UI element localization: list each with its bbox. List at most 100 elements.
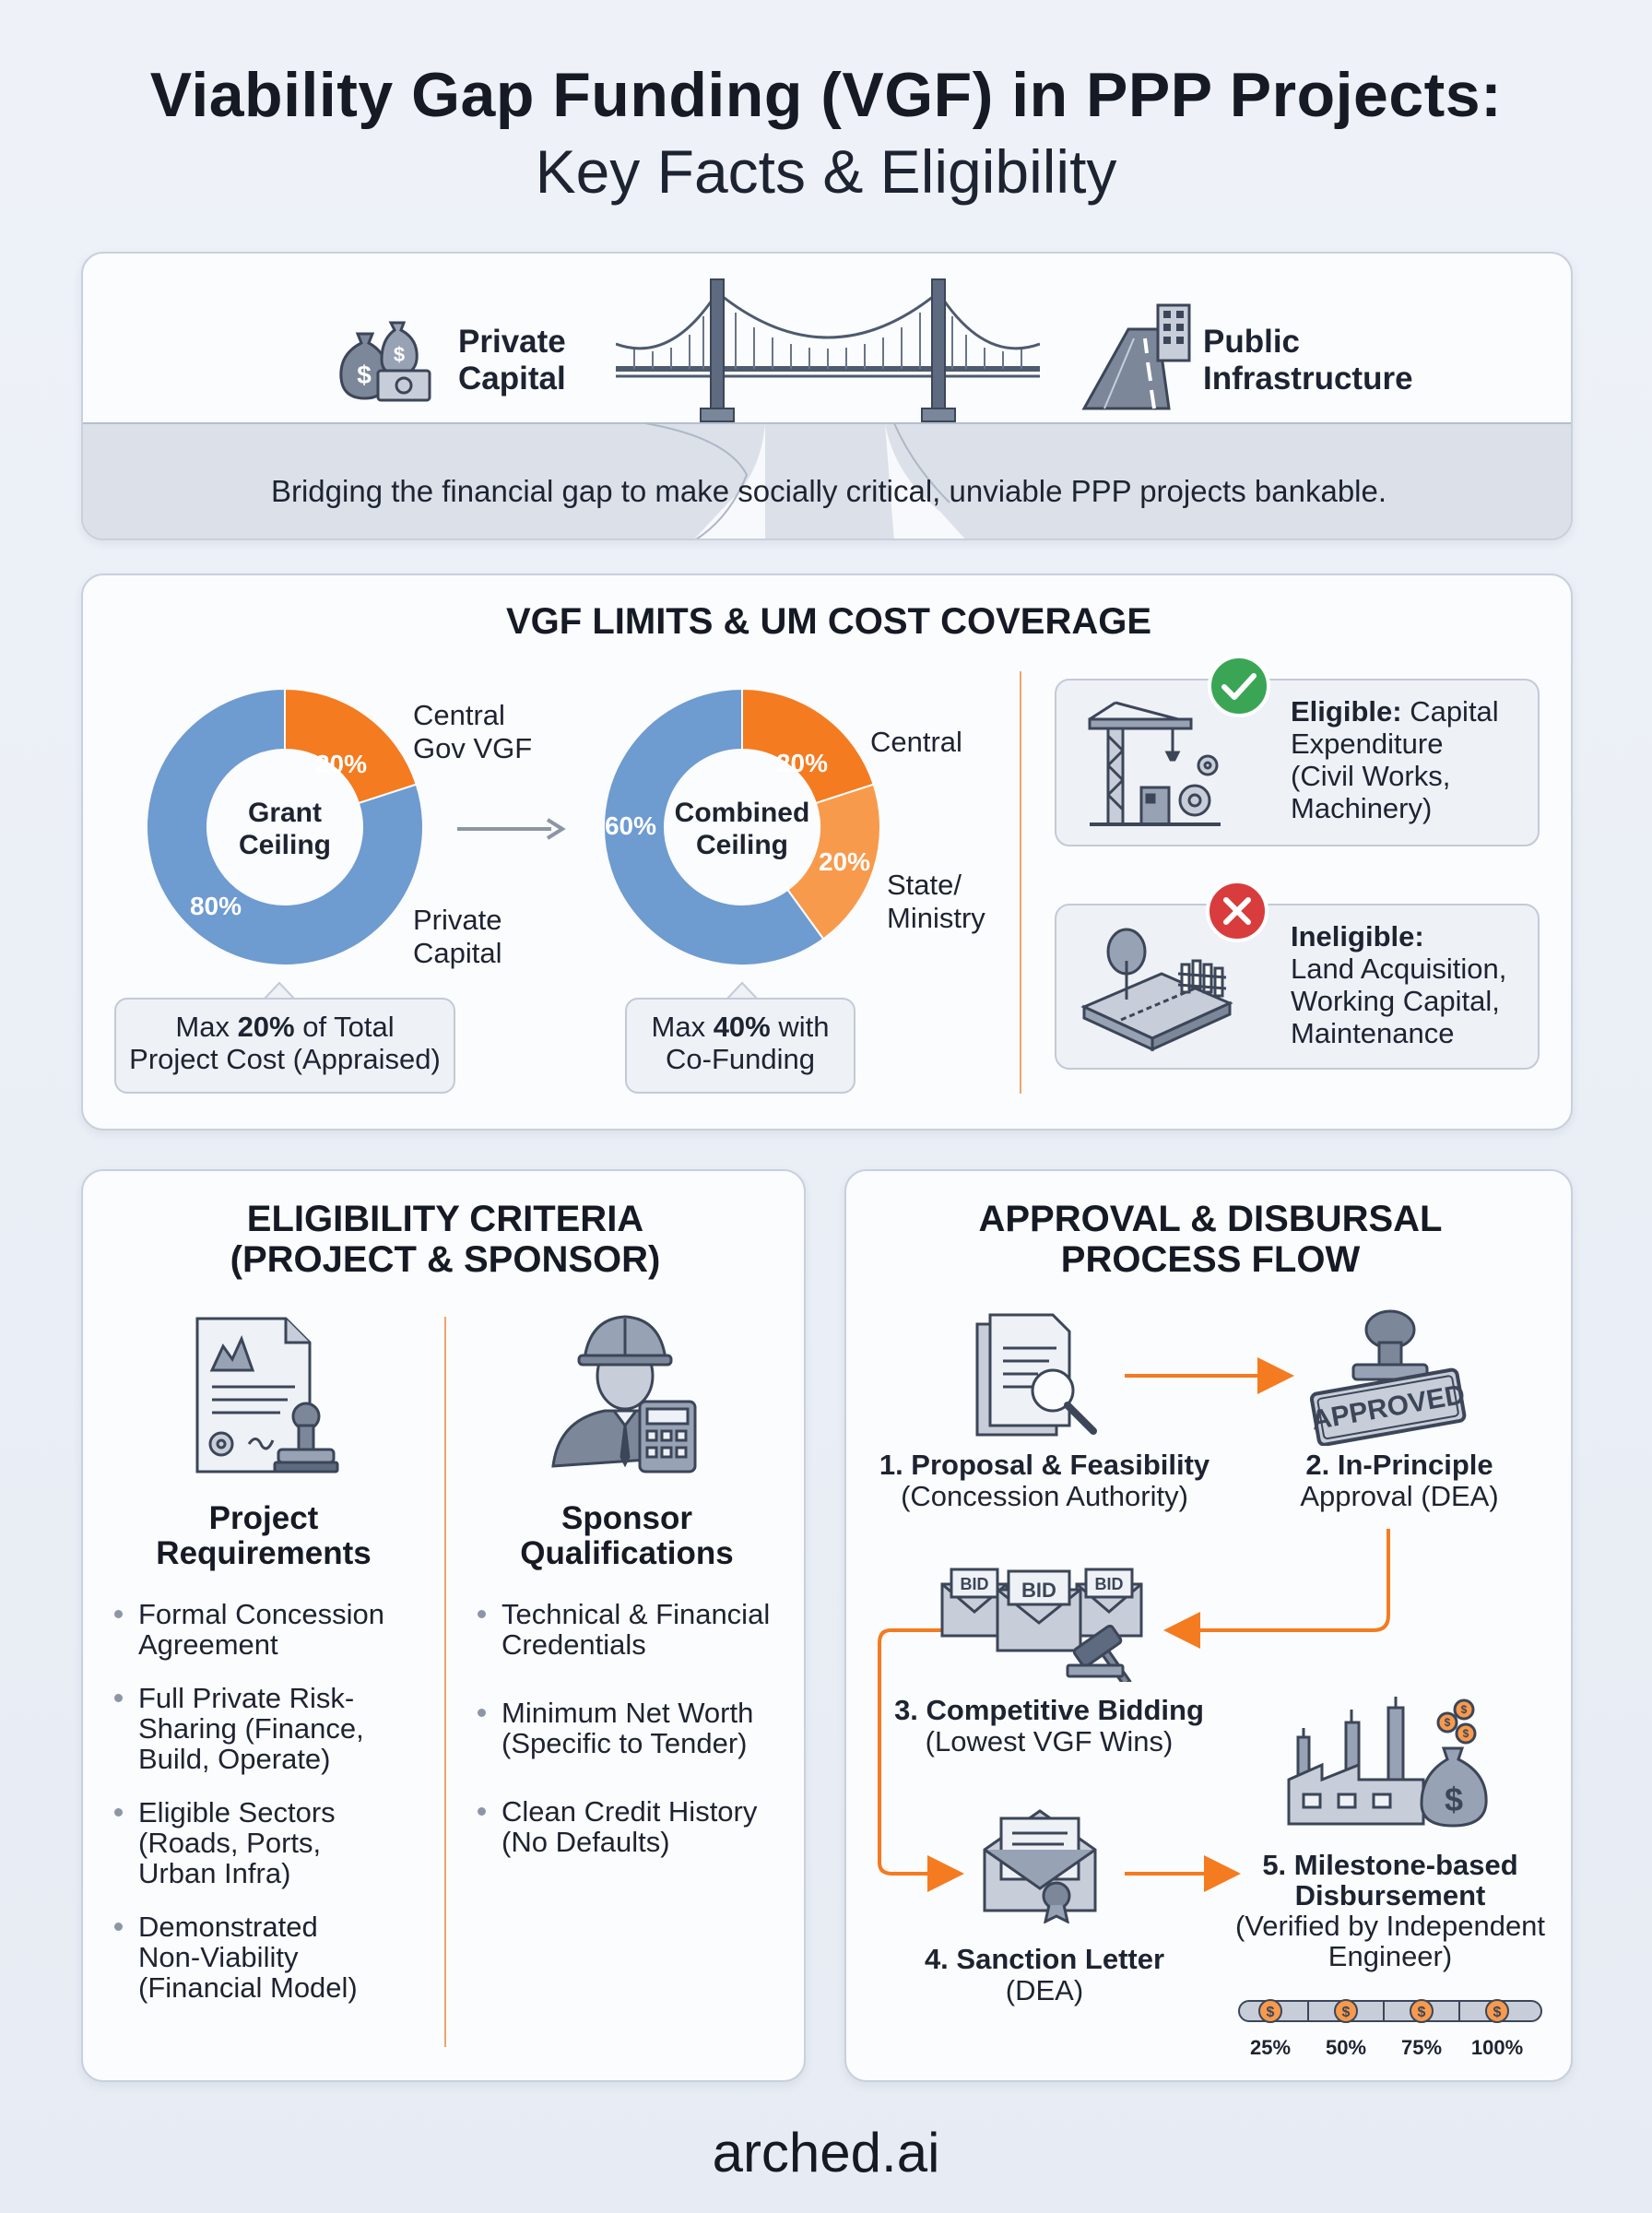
hero-left-label-1: Private	[458, 324, 566, 360]
money-bag-symbol: $	[1445, 1781, 1463, 1818]
project-req-item-2-line-2: Sharing (Finance,	[138, 1712, 364, 1745]
hero-card: $ $ Private Capital	[81, 252, 1573, 540]
donut1-center-line2: Ceiling	[239, 830, 331, 860]
coin-symbol-3: $	[1463, 1727, 1469, 1740]
eligible-line2: Expenditure	[1291, 728, 1444, 760]
donut-chart-grant-ceiling: Grant Ceiling 20% 80%	[146, 687, 424, 966]
project-req-item-2-line-3: Build, Operate)	[138, 1743, 331, 1775]
milestone-coin-symbol-1: $	[1267, 2005, 1275, 2020]
project-req-bullet-1	[114, 1610, 123, 1618]
step-3: 3. Competitive Bidding (Lowest VGF Wins)	[846, 1695, 1252, 1757]
process-title-1: APPROVAL & DISBURSAL	[978, 1199, 1443, 1239]
project-req-item-3-line-2: (Roads, Ports,	[138, 1827, 322, 1859]
donut2-pct-state: 20%	[819, 847, 870, 876]
sponsor-qual-bullet-1	[478, 1610, 486, 1618]
eligible-line3: (Civil Works,	[1291, 760, 1451, 792]
project-req-item-2: Full Private Risk-Sharing (Finance,Build…	[138, 1683, 442, 1774]
project-req-item-2-line-1: Full Private Risk-	[138, 1682, 355, 1714]
arrow-right-icon	[457, 818, 566, 840]
donut1-pct-private: 80%	[190, 892, 242, 920]
criteria-title-2: (PROJECT & SPONSOR)	[230, 1239, 661, 1280]
arrow-step3-to-step4	[878, 1628, 968, 1892]
donut2-center-line1: Combined	[675, 798, 810, 828]
sponsor-qual-item-1-line-2: Credentials	[502, 1628, 646, 1661]
project-req-item-3: Eligible Sectors(Roads, Ports,Urban Infr…	[138, 1797, 442, 1888]
sponsor-qual-item-1-line-1: Technical & Financial	[502, 1598, 771, 1630]
donut1-label-central-2: Gov VGF	[413, 732, 533, 764]
eligible-line1: Capital	[1401, 695, 1499, 728]
donut2-label-central: Central	[870, 726, 962, 758]
approved-stamp-icon: APPROVED	[1309, 1309, 1468, 1446]
ineligible-line2: Working Capital,	[1291, 985, 1500, 1017]
milestone-coin-3	[1410, 1999, 1434, 2023]
project-req-item-1-line-1: Formal Concession	[138, 1598, 385, 1630]
step-5-title: 5. Milestone-based	[1262, 1849, 1518, 1881]
page-subtitle: Key Facts & Eligibility	[535, 137, 1117, 206]
sponsor-qual-bullet-3	[478, 1807, 486, 1816]
criteria-title-1: ELIGIBILITY CRITERIA	[246, 1199, 644, 1239]
donut1-pct-central: 20%	[315, 750, 367, 778]
step-2-sub: Approval (DEA)	[1300, 1480, 1499, 1512]
ineligible-text: Ineligible: Land Acquisition, Working Ca…	[1291, 920, 1506, 1049]
donut2-pct-central: 20%	[776, 749, 828, 777]
coin-symbol-2: $	[1445, 1716, 1451, 1729]
note-combined-ceiling: Max 40% with Co-Funding	[625, 998, 856, 1094]
milestone-track	[1238, 2000, 1542, 2022]
footer-brand: arched.ai	[712, 2122, 940, 2183]
suspension-bridge-icon	[616, 278, 1040, 422]
note2-pointer	[726, 981, 758, 1000]
criteria-divider	[444, 1317, 446, 2047]
eligible-text: Eligible: Capital Expenditure (Civil Wor…	[1291, 695, 1499, 824]
project-req-bullet-2	[114, 1694, 123, 1702]
land-plot-icon	[1080, 928, 1233, 1052]
money-bags-icon: $ $	[339, 321, 431, 402]
factory-money-bag-icon: $ $ $ $	[1287, 1697, 1488, 1828]
project-req-bullet-3	[114, 1808, 123, 1817]
milestone-coin-symbol-2: $	[1342, 2005, 1351, 2020]
note2-bold: 40%	[713, 1011, 771, 1043]
donut-chart-combined-ceiling: Combined Ceiling 20% 20% 60%	[603, 687, 881, 966]
project-req-item-4-line-2: Non-Viability	[138, 1941, 299, 1973]
project-req-item-1-line-2: Agreement	[138, 1628, 278, 1661]
sponsor-qual-item-3-line-1: Clean Credit History	[502, 1795, 758, 1828]
donut2-pct-private: 60%	[605, 811, 656, 840]
milestone-coin-symbol-4: $	[1493, 2005, 1502, 2020]
road-building-icon	[1081, 303, 1191, 410]
donut2-label-state-2: Ministry	[887, 902, 985, 934]
project-req-item-4-line-3: (Financial Model)	[138, 1971, 358, 2004]
note1-line2: Project Cost (Appraised)	[129, 1043, 441, 1075]
limits-divider	[1020, 671, 1021, 1094]
eligibility-criteria-card: ELIGIBILITY CRITERIA (PROJECT & SPONSOR)…	[81, 1169, 806, 2082]
project-req-bullet-4	[114, 1923, 123, 1931]
donut2-label-state-1: State/	[887, 869, 962, 901]
milestone-label-4: 100%	[1471, 2036, 1523, 2059]
project-req-item-4-line-1: Demonstrated	[138, 1911, 318, 1943]
step-1-sub: (Concession Authority)	[901, 1480, 1188, 1512]
milestone-progress-bar: $25%$50%$75%$100%	[1238, 1999, 1542, 2059]
note1-pointer	[264, 981, 295, 1000]
eligible-line4: Machinery)	[1291, 792, 1433, 824]
hero-right-label-2: Infrastructure	[1203, 361, 1413, 396]
milestone-coin-4	[1485, 1999, 1509, 2023]
arrow-step2-to-step3	[1163, 1529, 1390, 1649]
vgf-limits-card: VGF LIMITS & UM COST COVERAGE Grant Ceil…	[81, 574, 1573, 1130]
note2-pre: Max	[651, 1011, 714, 1043]
step-5-sub-1: Disbursement	[1294, 1879, 1486, 1911]
sponsor-qual-item-3: Clean Credit History(No Defaults)	[502, 1795, 804, 1857]
bid-label-1: BID	[961, 1575, 989, 1593]
donut1-label-central-1: Central	[413, 699, 505, 731]
step-3-sub: (Lowest VGF Wins)	[925, 1725, 1174, 1757]
step-5-sub-3: Engineer)	[1328, 1940, 1453, 1972]
bid-label-2: BID	[1021, 1579, 1056, 1602]
sponsor-heading-2: Qualifications	[520, 1535, 734, 1571]
bid-label-3: BID	[1095, 1575, 1124, 1593]
project-heading-1: Project	[208, 1500, 319, 1536]
step-3-title: 3. Competitive Bidding	[894, 1694, 1204, 1726]
step-4: 4. Sanction Letter (DEA)	[846, 1944, 1243, 2006]
donut1-center-line1: Grant	[248, 798, 322, 828]
note2-post: with	[770, 1011, 830, 1043]
note1-pre: Max	[175, 1011, 238, 1043]
milestone-coin-2	[1334, 1999, 1358, 2023]
